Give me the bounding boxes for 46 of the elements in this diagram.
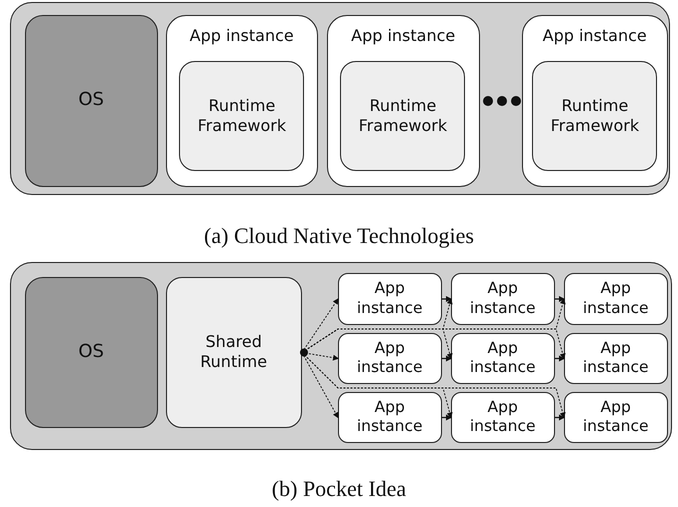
- os-box: [24, 14, 158, 187]
- box-label: App instance: [582, 398, 650, 437]
- box-label: App instance: [351, 26, 456, 46]
- arrow: [442, 356, 452, 362]
- app-instance-box: [450, 392, 555, 443]
- arrow: [555, 296, 565, 302]
- box-label: Shared Runtime: [199, 332, 268, 372]
- box-label: OS: [78, 89, 104, 112]
- shared-runtime-box: [166, 276, 302, 428]
- box-label: App instance: [190, 26, 294, 46]
- box-label: Runtime Framework: [550, 96, 640, 136]
- arrow: [442, 414, 452, 420]
- runtime-box: [532, 61, 658, 172]
- box-label: App instance: [468, 338, 537, 378]
- app-instance-box: [522, 14, 668, 187]
- box-label: App instance: [356, 279, 424, 318]
- arrow: [442, 296, 452, 302]
- app-instance-box: [564, 272, 668, 325]
- box-label: Runtime Framework: [196, 96, 288, 136]
- box-label: OS: [78, 340, 104, 364]
- app-instance-box: [338, 392, 442, 443]
- panel-background: [10, 262, 672, 450]
- caption: (b) Pocket Idea: [270, 476, 408, 502]
- box-label: App instance: [542, 26, 647, 46]
- runtime-box: [179, 61, 304, 172]
- app-instance-box: [450, 332, 555, 384]
- box-label: App instance: [468, 398, 537, 437]
- app-instance-box: [564, 392, 668, 443]
- box-label: App instance: [582, 338, 650, 378]
- app-instance-box: [450, 272, 555, 325]
- app-instance-box: [338, 332, 442, 384]
- box-label: App instance: [356, 398, 424, 437]
- box-label: Runtime Framework: [358, 96, 448, 136]
- box-label: App instance: [468, 279, 537, 318]
- app-instance-box: [338, 272, 442, 325]
- box-label: App instance: [582, 279, 650, 318]
- arrow: [555, 356, 565, 362]
- caption: (a) Cloud Native Technologies: [203, 223, 475, 249]
- app-instance-box: [564, 332, 668, 384]
- box-label: App instance: [356, 338, 424, 378]
- app-instance-box: [166, 14, 318, 187]
- panel-background: [10, 2, 670, 195]
- os-box: [24, 276, 158, 428]
- arrow: [555, 414, 565, 420]
- app-instance-box: [326, 14, 480, 187]
- runtime-box: [340, 61, 466, 172]
